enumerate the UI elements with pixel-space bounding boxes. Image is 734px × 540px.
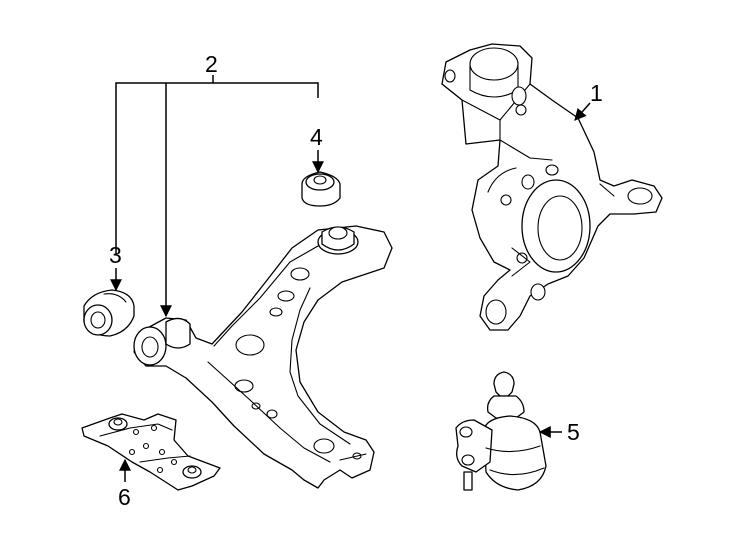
shield-plate xyxy=(81,413,221,491)
ball-joint xyxy=(455,371,547,491)
callout-labels: 1 2 3 4 5 6 xyxy=(109,51,603,510)
lower-control-arm xyxy=(133,225,393,489)
callout-2: 2 xyxy=(205,51,218,77)
rear-bushing xyxy=(301,171,341,207)
leader-lines xyxy=(110,75,591,482)
callout-6: 6 xyxy=(118,484,131,510)
callout-4: 4 xyxy=(310,124,323,150)
callout-5: 5 xyxy=(567,419,580,445)
callout-1: 1 xyxy=(590,80,603,106)
front-bushing xyxy=(83,289,135,337)
callout-3: 3 xyxy=(109,242,122,268)
leader-2-bracket xyxy=(115,82,319,255)
leader-1 xyxy=(574,102,591,121)
steering-knuckle xyxy=(441,43,663,331)
